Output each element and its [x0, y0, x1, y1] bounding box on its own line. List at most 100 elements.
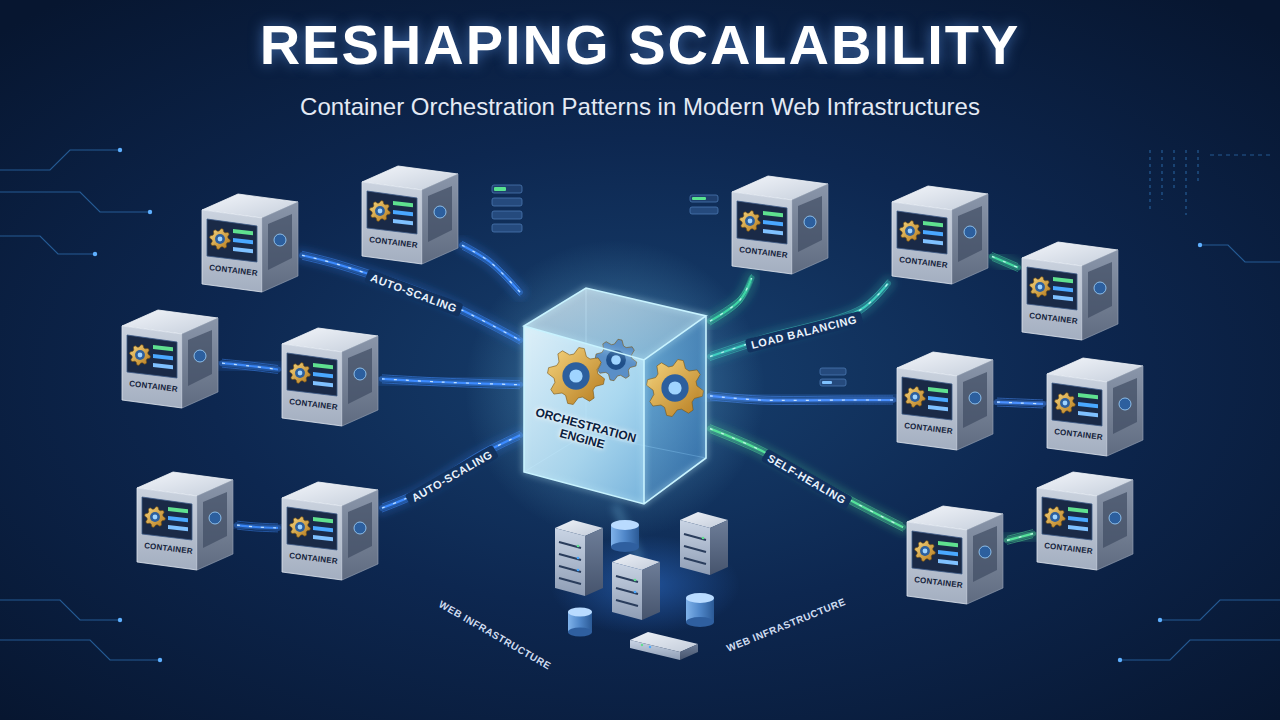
container-cube-shape: [138, 353, 143, 358]
flow-bundle: [710, 433, 903, 532]
container-cube-shape: [137, 488, 197, 570]
circuit-traces: [1161, 150, 1162, 200]
flow-bundle: [710, 278, 752, 321]
container-cube-shape: [1068, 507, 1088, 513]
container-cube-shape: [150, 512, 160, 522]
server-infrastructure: [555, 528, 585, 596]
container-cube-shape: [274, 234, 286, 246]
container-cube-shape: [135, 350, 145, 360]
container-cube-shape: [313, 535, 333, 541]
server-infrastructure: [686, 617, 714, 627]
container-cube-shape: [1053, 295, 1073, 301]
flow-bundle: [710, 392, 893, 397]
flow-connector: [382, 435, 520, 508]
circuit-dots: [118, 148, 122, 152]
flow-bundle: [997, 402, 1043, 404]
flow-connector: [222, 363, 278, 369]
container-cube-shape: [892, 202, 952, 284]
container-cube: CONTAINER: [1018, 236, 1122, 344]
container-cube-shape: [342, 336, 378, 426]
flow-bundle: [222, 363, 278, 369]
server-infrastructure: [684, 534, 706, 564]
container-cube-shape: [732, 192, 792, 274]
orchestration-engine-cube: ORCHESTRATION ENGINE: [520, 268, 710, 508]
container-cube-shape: [313, 363, 333, 369]
container-cube-shape: [1022, 258, 1082, 340]
container-cube-shape: [1035, 282, 1045, 292]
circuit-traces: [1160, 600, 1280, 620]
glass-cube-shape: [562, 362, 589, 389]
container-cube-shape: [763, 211, 783, 217]
container-cube-shape: [1052, 383, 1102, 426]
server-infrastructure: [634, 591, 637, 594]
circuit-dots: [93, 148, 1202, 662]
container-cube-shape: [354, 522, 366, 534]
status-panel-icon: [820, 379, 846, 386]
container-cube-shape: [1068, 516, 1088, 522]
circuit-traces: [1149, 150, 1150, 210]
container-cube: CONTAINER: [278, 322, 382, 430]
container-cube: CONTAINER: [903, 500, 1007, 608]
container-cube-shape: [1038, 285, 1043, 290]
server-infrastructure: [702, 537, 705, 540]
flow-bundle: [1007, 530, 1033, 545]
circuit-traces: [1210, 154, 1270, 155]
server-infrastructure: [710, 520, 728, 575]
container-cube-shape: [928, 396, 948, 402]
container-cube-shape: [290, 517, 311, 538]
server-infrastructure: [568, 628, 592, 637]
status-panel-icon: [820, 368, 846, 375]
container-cube-shape: [923, 230, 943, 236]
container-cube-shape: [215, 234, 225, 244]
server-infrastructure: [577, 569, 580, 572]
container-cube-shape: [393, 201, 413, 207]
flow-bundle: [997, 398, 1043, 408]
container-cube-shape: [393, 210, 413, 216]
container-cube-shape: [903, 500, 1007, 608]
circuit-traces: [0, 192, 150, 212]
flow-connector: [382, 379, 520, 385]
flow-bundle: [710, 283, 888, 356]
edge-label: AUTO-SCALING: [364, 269, 464, 317]
flow-bundle: [237, 529, 278, 532]
circuit-traces: [1200, 245, 1280, 262]
circuit-dots: [1118, 658, 1122, 662]
container-cube-shape: [1033, 466, 1137, 574]
container-cube-shape: [218, 237, 223, 242]
container-cube-shape: [748, 219, 753, 224]
container-cube-shape: [1078, 411, 1098, 417]
flow-bundle: [462, 245, 520, 292]
container-cube-shape: [798, 196, 822, 252]
flow-bundle: [222, 359, 278, 373]
status-panel-icon: [492, 198, 522, 206]
flow-bundle: [992, 252, 1018, 271]
flow-bundle: [462, 249, 520, 296]
flow-bundle: [710, 287, 888, 360]
glass-cube-shape: [661, 374, 688, 401]
container-cube-shape: [233, 238, 253, 244]
container-cube-shape: [342, 490, 378, 580]
container-cube-shape: [792, 184, 828, 274]
container-cube-shape: [763, 220, 783, 226]
container-cube: CONTAINER: [133, 466, 237, 574]
container-cube-shape: [1027, 267, 1077, 310]
container-cube-shape: [153, 354, 173, 360]
container-cube-shape: [194, 350, 206, 362]
circuit-traces: [0, 600, 120, 620]
container-cube-shape: [908, 229, 913, 234]
status-panel-icon: [690, 195, 718, 202]
infrastructure-label: WEB INFRASTRUCTURE: [725, 596, 847, 654]
container-cube-shape: [313, 526, 333, 532]
container-cube-shape: [268, 214, 292, 270]
flow-connector: [992, 256, 1018, 267]
container-cube-shape: [127, 335, 177, 378]
container-cube-shape: [1088, 262, 1112, 318]
container-cube-shape: [1094, 282, 1106, 294]
container-cube-shape: [888, 180, 992, 288]
server-infrastructure: [642, 562, 660, 620]
circuit-traces: [1120, 640, 1280, 660]
container-cube-shape: [278, 322, 382, 430]
container-cube-shape: [900, 221, 921, 242]
flow-bundle: [710, 278, 752, 321]
server-infrastructure: [680, 644, 698, 660]
